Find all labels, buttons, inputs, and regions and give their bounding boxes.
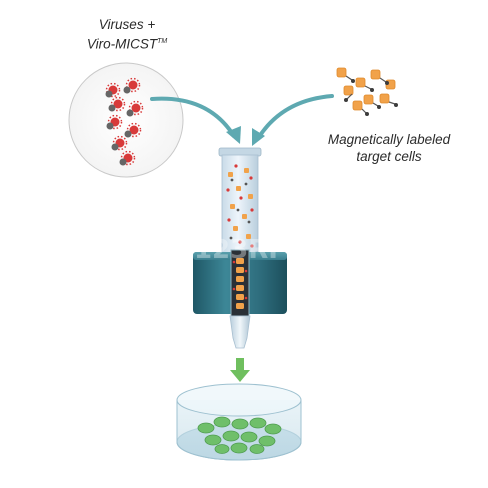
arrow-head-right xyxy=(252,128,265,146)
dish-cells xyxy=(197,416,282,454)
tube-particles xyxy=(226,164,254,248)
magnet-block xyxy=(193,249,287,317)
target-cells-label-line2: target cells xyxy=(356,149,422,164)
trademark-sup: TM xyxy=(157,38,168,45)
viruses-label: Viruses + Viro-MICSTTM xyxy=(72,16,182,53)
green-down-arrow xyxy=(230,358,250,382)
viruses-label-line1: Viruses + xyxy=(98,17,156,32)
watermark: 123RF xyxy=(194,235,286,265)
arrow-viruses-to-column xyxy=(150,96,236,138)
viruses-label-product: Viro-MICST xyxy=(86,36,158,52)
arrow-head-left xyxy=(226,126,241,144)
column-tip xyxy=(229,315,251,349)
arrow-cells-to-column xyxy=(257,94,334,139)
viruses-label-line2: Viro-MICSTTM xyxy=(72,33,182,53)
retained-cells xyxy=(236,258,244,309)
separation-column xyxy=(218,147,262,254)
virus-circle xyxy=(68,62,184,178)
petri-dish xyxy=(176,383,302,461)
virus-particles xyxy=(105,77,144,166)
target-cells-label: Magnetically labeled target cells xyxy=(326,131,452,165)
target-cells-label-line1: Magnetically labeled xyxy=(327,132,451,147)
target-cells-cluster xyxy=(336,67,398,116)
